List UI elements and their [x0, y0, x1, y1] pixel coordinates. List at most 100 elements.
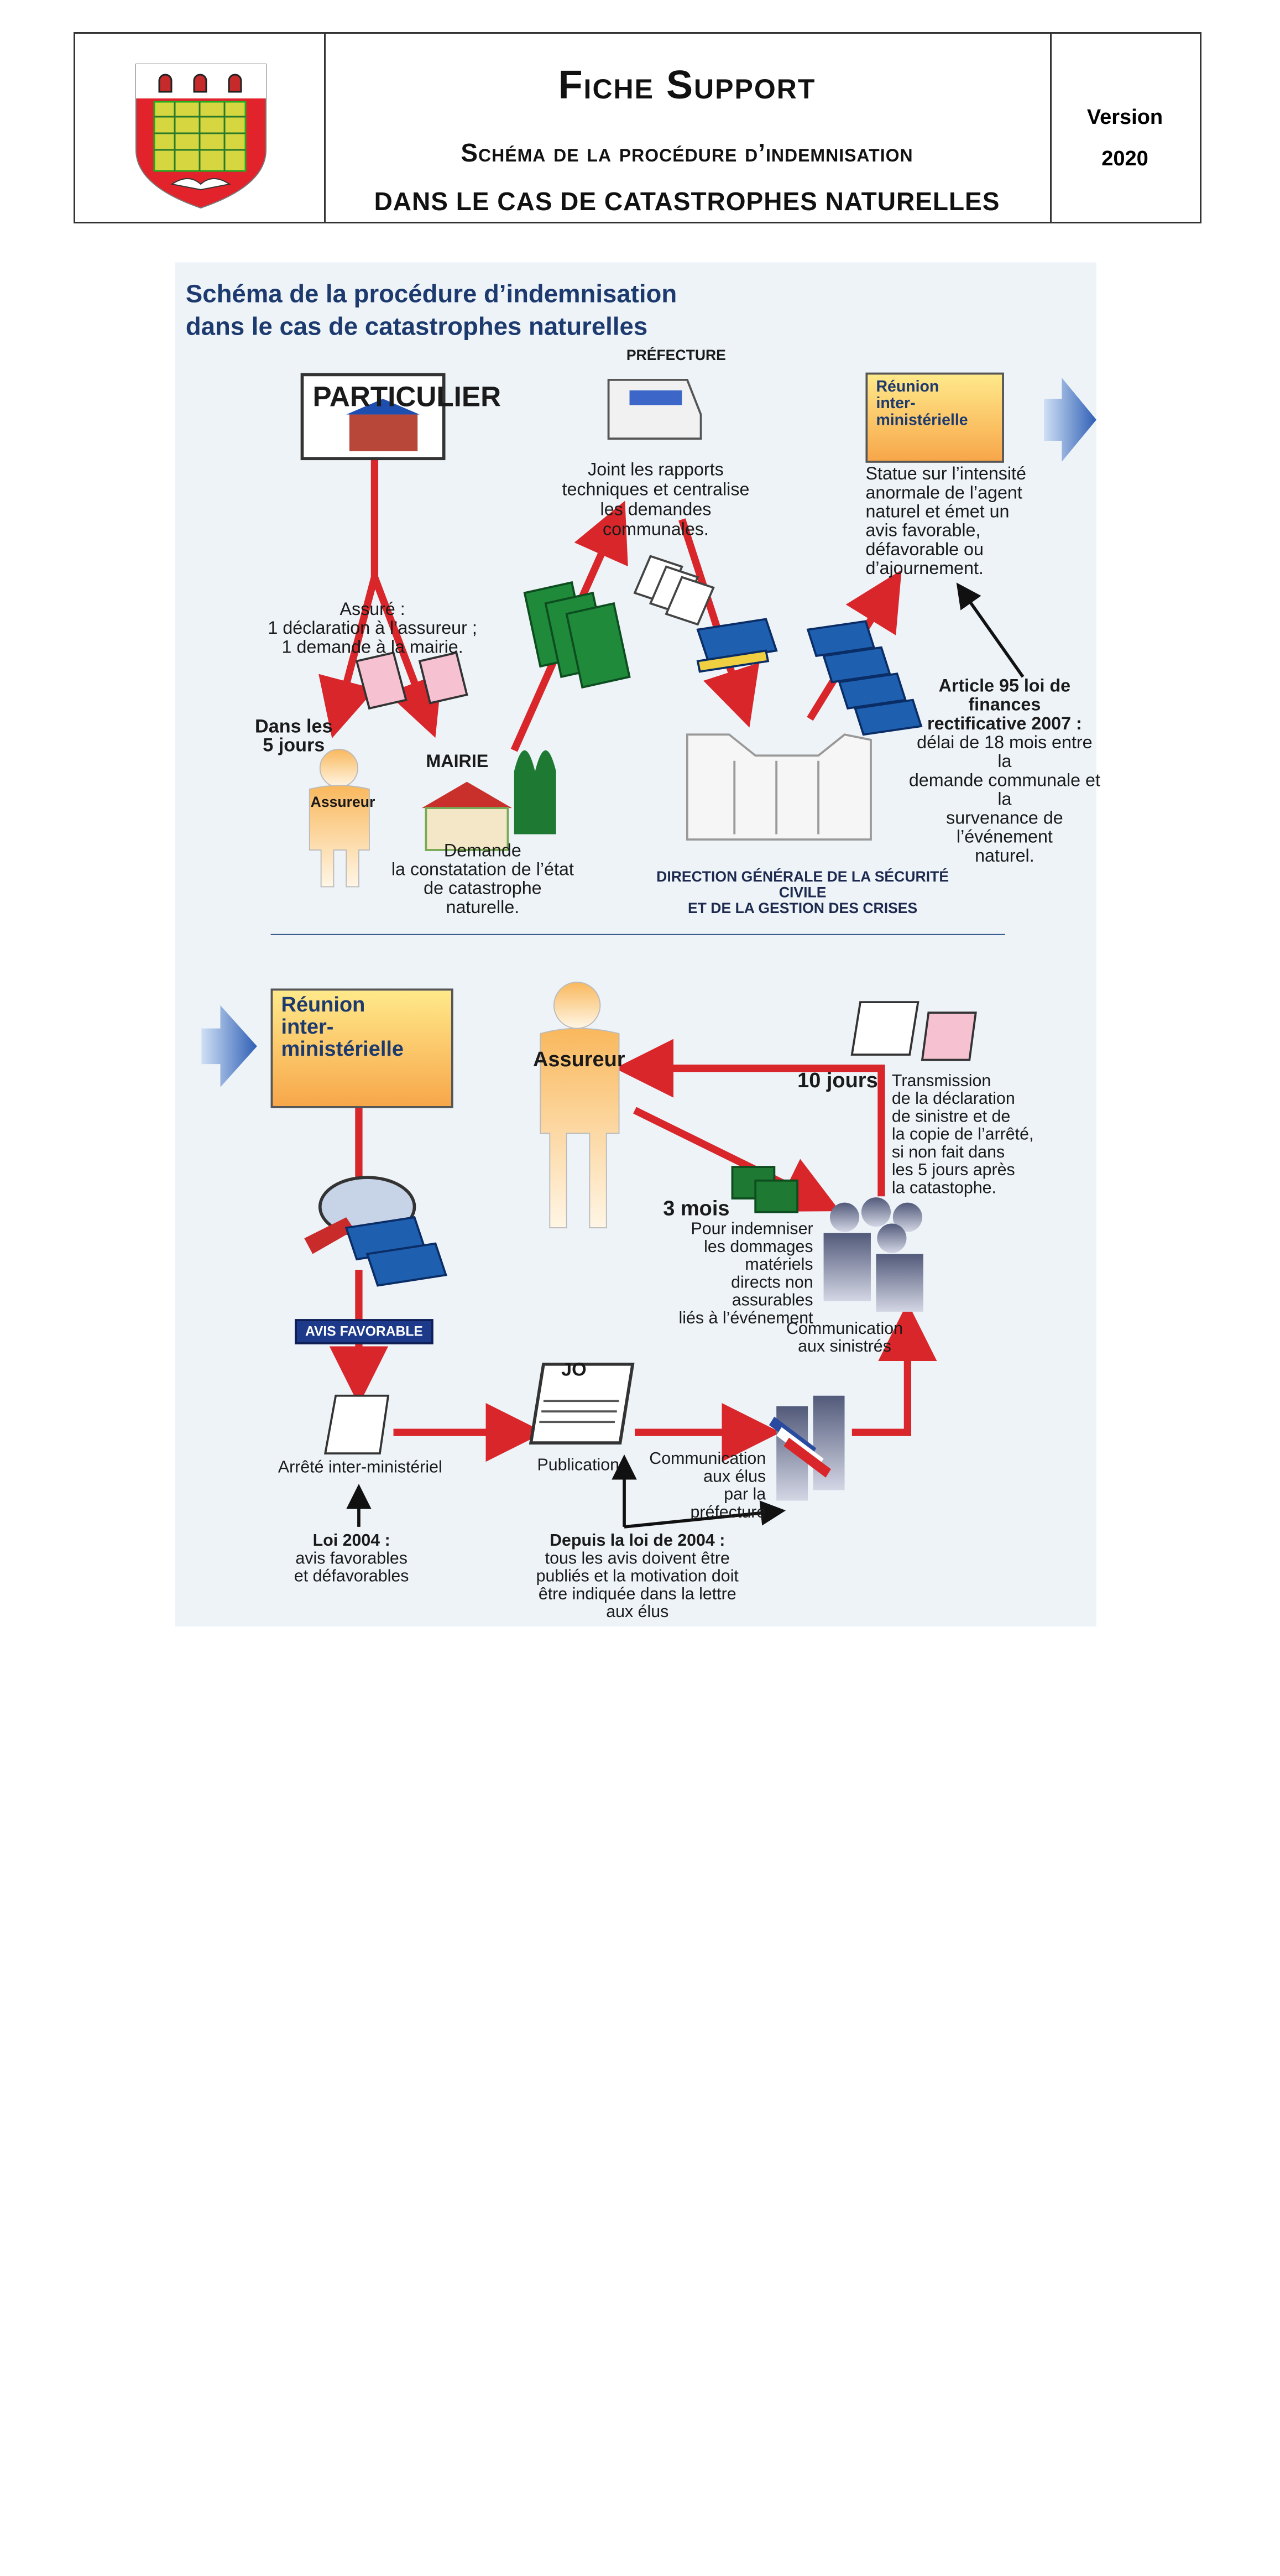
article-text-line4: naturel. — [975, 846, 1035, 866]
green-documents-illustration — [523, 581, 631, 689]
arrete-label: Arrêté inter-ministériel — [278, 1458, 442, 1477]
reunion-top-box: Réunion inter-ministérielle — [865, 372, 1004, 463]
prefecture-text-line1: Joint les rapports — [588, 460, 724, 480]
avis-favorable-badge: AVIS FAVORABLE — [295, 1319, 433, 1344]
trois-mois-label: 3 mois — [663, 1197, 730, 1221]
reunion-text-line1: Statue sur l’intensité — [865, 463, 1026, 484]
direction-label: DIRECTION GÉNÉRALE DE LA SÉCURITÉ CIVILE… — [650, 868, 954, 916]
prefecture-text: Joint les rapports techniques et central… — [561, 460, 750, 539]
elus-sash-illustration — [769, 1395, 845, 1501]
mairie-text-line1: Demande — [443, 840, 521, 861]
assureur-person-bottom — [540, 982, 620, 1229]
loi-2004-text: Loi 2004 : avis favorables et défavorabl… — [289, 1532, 415, 1586]
transmission-line3: de sinistre et de — [891, 1108, 1011, 1127]
arrete-document-illustration — [323, 1394, 390, 1454]
arrow-sinistres-to-assureur — [614, 1039, 885, 1197]
version-year: 2020 — [1101, 147, 1148, 170]
assure-text-line2: 1 déclaration à l’assureur ; — [268, 618, 477, 638]
communication-sinistres-line1: Communication — [786, 1320, 903, 1338]
transmission-line6: les 5 jours après — [891, 1161, 1015, 1180]
diagram-title-line1: Schéma de la procédure d’indemnisation — [185, 280, 677, 309]
reunion-text-line3: naturel et émet un — [865, 502, 1010, 522]
article-text: Article 95 loi de finances rectificative… — [907, 676, 1101, 866]
depuis-loi-2004-text: Depuis la loi de 2004 : tous les avis do… — [535, 1532, 740, 1621]
reunion-text-line6: d’ajournement. — [865, 558, 984, 578]
communication-elus-line3: par la préfecture — [690, 1485, 766, 1522]
reunion-bottom-label2: inter-ministérielle — [281, 1015, 404, 1061]
communication-elus: Communication aux élus par la préfecture — [645, 1450, 766, 1521]
depuis-line1: tous les avis doivent être — [545, 1550, 730, 1568]
magnifier-folders-illustration — [304, 1176, 447, 1287]
assure-text: Assuré : 1 déclaration à l’assureur ; 1 … — [268, 599, 478, 656]
arrow-to-assureur — [318, 576, 378, 738]
indemniser-line3: directs non assurables — [731, 1274, 813, 1310]
communication-elus-line1: Communication — [649, 1450, 766, 1468]
loi-2004-line1: avis favorables — [295, 1550, 407, 1568]
blue-folder-illustration — [696, 618, 778, 673]
communication-sinistres: Communication aux sinistrés — [782, 1320, 908, 1356]
header-logo-cell — [75, 34, 326, 222]
assureur-top-label: Assureur — [310, 793, 375, 810]
direction-line1: DIRECTION GÉNÉRALE DE LA SÉCURITÉ CIVILE — [656, 868, 949, 901]
communication-sinistres-line2: aux sinistrés — [798, 1338, 891, 1356]
reunion-text-line5: défavorable ou — [865, 539, 984, 560]
publication-label: Publication — [537, 1456, 620, 1475]
transmission-line4: la copie de l’arrêté, — [891, 1126, 1034, 1144]
depuis-line2: publiés et la motivation doit — [536, 1567, 739, 1586]
depuis-bold: Depuis la loi de 2004 : — [550, 1532, 725, 1550]
reunion-top-label1: Réunion — [876, 378, 939, 396]
assureur-bottom-label: Assureur — [532, 1048, 625, 1072]
diagram-title-line2: dans le cas de catastrophes naturelles — [185, 312, 648, 341]
diagram-background — [175, 262, 1096, 1627]
coat-of-arms-logo — [135, 64, 267, 209]
article-bold-line2: rectificative 2007 : — [927, 713, 1082, 734]
reunion-top-label2: inter-ministérielle — [876, 394, 968, 430]
depuis-line3: être indiquée dans la lettre — [538, 1586, 736, 1604]
transmission-line2: de la déclaration — [891, 1090, 1015, 1108]
dgsc-building-illustration — [686, 733, 872, 841]
particulier-label: PARTICULIER — [312, 380, 501, 413]
prefecture-label: PRÉFECTURE — [626, 346, 726, 363]
reunion-text-line4: avis favorable, — [865, 520, 981, 541]
transmission-line7: la catastophe. — [891, 1179, 996, 1198]
jo-newspaper-illustration — [529, 1362, 635, 1445]
mairie-illustration — [421, 750, 556, 851]
article-bold-line1: Article 95 loi de finances — [938, 676, 1071, 715]
article-text-line3: survenance de l’événement — [946, 808, 1063, 847]
article-text-line1: délai de 18 mois entre la — [917, 732, 1093, 771]
arrete-pink-documents-illustration — [850, 1001, 977, 1061]
header-subtitle-line1: Schéma de la procédure d’indemnisation — [461, 138, 913, 167]
prefecture-building-illustration — [607, 379, 702, 440]
header-version-cell: Version 2020 — [1050, 34, 1200, 222]
loi-2004-bold: Loi 2004 : — [312, 1532, 390, 1550]
reunion-bottom-label1: Réunion — [281, 993, 365, 1017]
next-arrow-top — [1044, 378, 1096, 462]
mairie-text-line2: la constatation de l’état — [391, 859, 574, 880]
arrow-elus-to-sinistres — [851, 1302, 937, 1436]
next-arrow-bottom — [201, 1005, 257, 1087]
reunion-text-line2: anormale de l’agent — [865, 482, 1022, 503]
direction-line2: ET DE LA GESTION DES CRISES — [687, 899, 918, 916]
article-text-line2: demande communale et la — [908, 770, 1100, 810]
fiche-support-title: Fiche Support — [558, 63, 816, 107]
assure-text-line1: Assuré : — [339, 599, 405, 619]
assureur-person-top — [309, 748, 370, 888]
header-table: Fiche Support Schéma de la procédure d’i… — [74, 32, 1201, 223]
pink-documents-illustration — [355, 651, 468, 710]
loi-2004-line2: et défavorables — [294, 1567, 409, 1586]
prefecture-text-line2: techniques et centralise — [562, 479, 750, 500]
header-title-cell: Fiche Support Schéma de la procédure d’i… — [324, 34, 1052, 222]
dans-les-5-jours: Dans les 5 jours — [252, 717, 336, 754]
reunion-bottom-box: Réunion inter-ministérielle — [270, 988, 453, 1108]
jo-label: JO — [561, 1359, 587, 1380]
header-subtitle-line2: dans le cas de catastrophes naturelles — [374, 187, 1000, 216]
reunion-top-text: Statue sur l’intensité anormale de l’age… — [865, 465, 1054, 578]
dans-les-line1: Dans les — [255, 716, 333, 737]
depuis-line4: aux élus — [606, 1603, 669, 1621]
arrow-article-to-reunion — [956, 582, 1025, 678]
dans-les-line2: 5 jours — [263, 734, 325, 756]
version-label: Version — [1086, 106, 1163, 129]
particulier-house-illustration — [300, 373, 446, 461]
indemniser-text: Pour indemniser les dommages matériels d… — [645, 1221, 813, 1328]
indemniser-line1: Pour indemniser — [691, 1220, 813, 1239]
